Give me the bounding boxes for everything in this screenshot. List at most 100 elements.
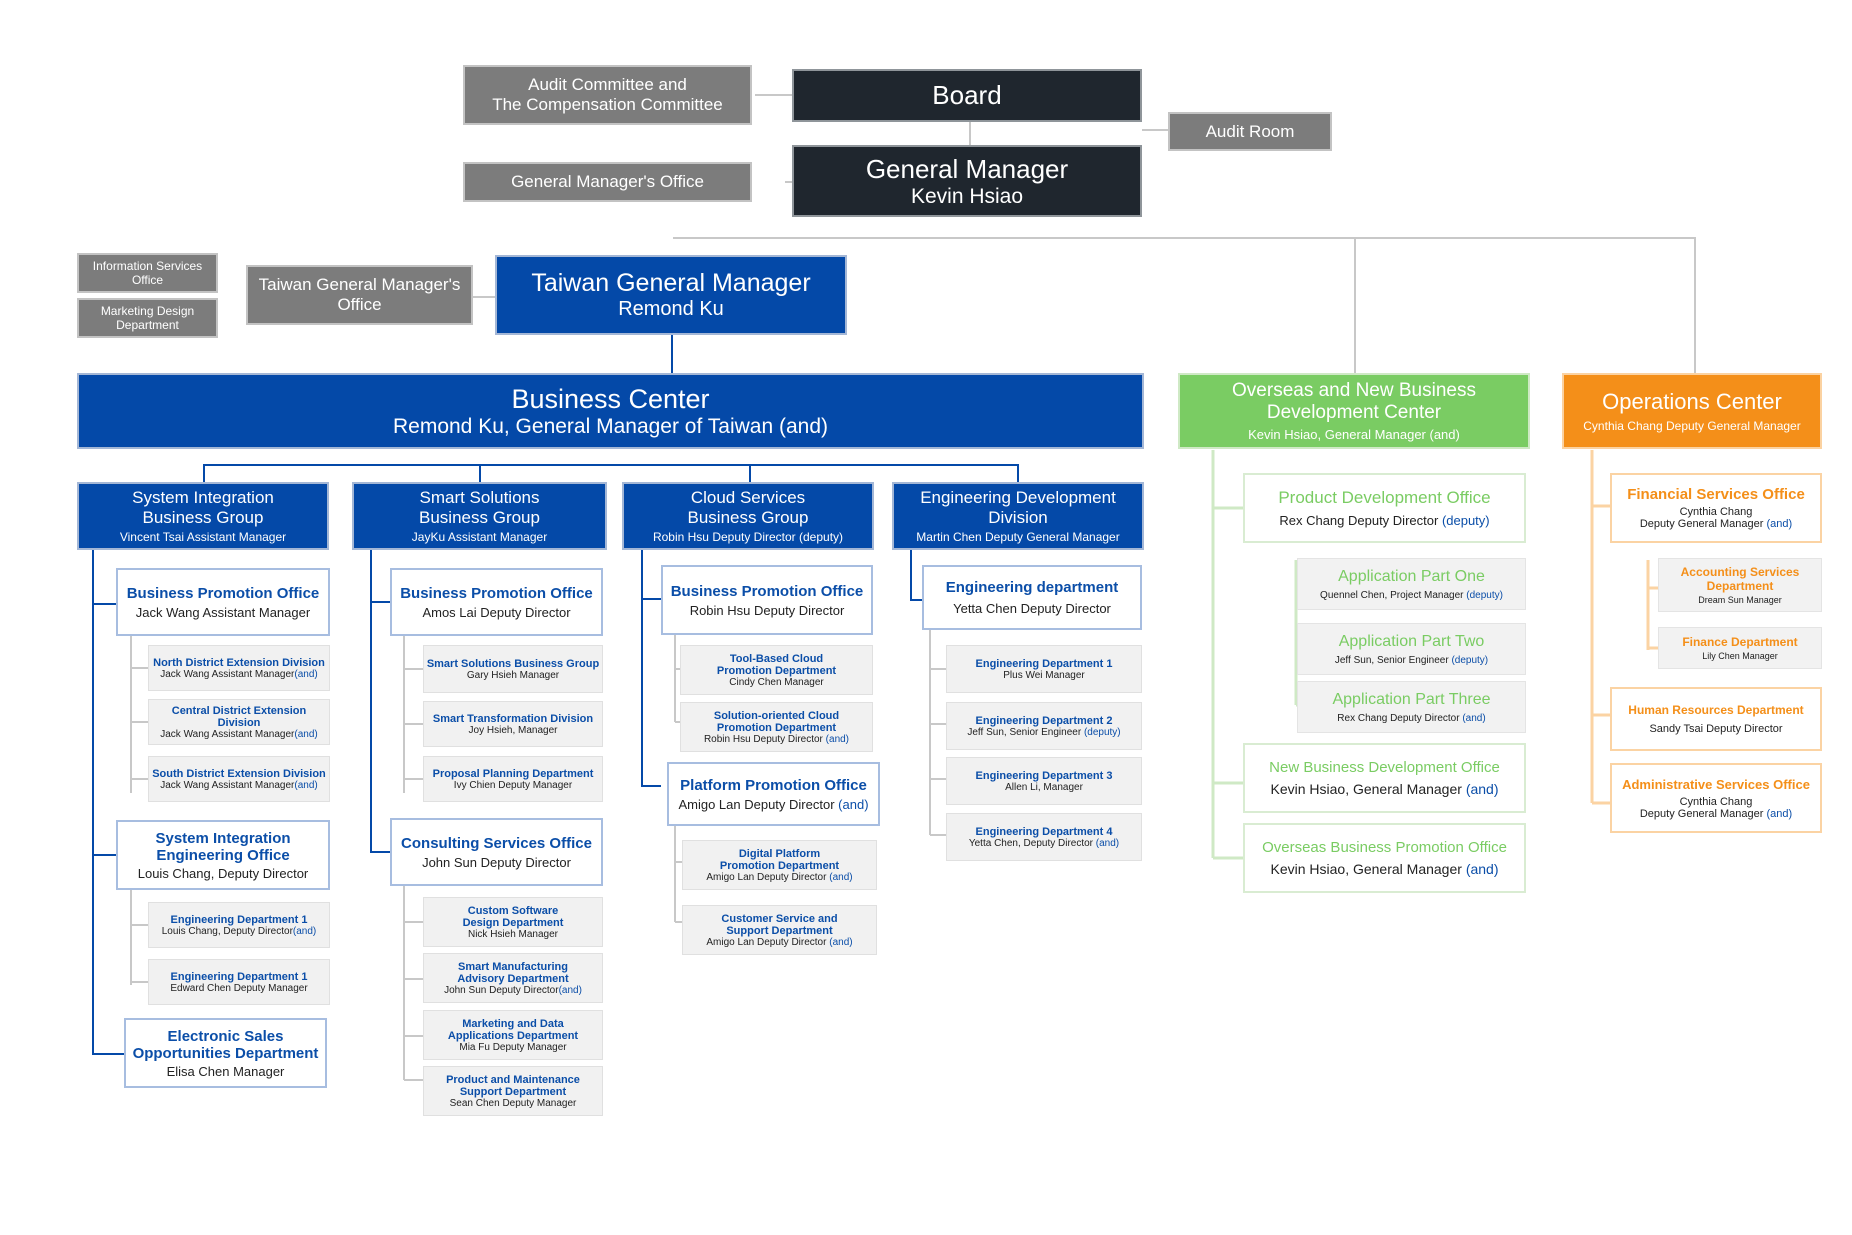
office-subtitle: Elisa Chen Manager — [166, 1063, 285, 1079]
app-title: Application Part Three — [1332, 690, 1491, 708]
office-title: Consulting Services Office — [401, 834, 592, 852]
operations-center-subtitle: Cynthia Chang Deputy General Manager — [1583, 419, 1801, 433]
dept-box: Marketing and Data Applications Departme… — [423, 1010, 603, 1060]
overseas-promotion-office: Overseas Business Promotion Office Kevin… — [1243, 823, 1526, 893]
administrative-services-office: Administrative Services Office Cynthia C… — [1610, 763, 1822, 833]
office-title: Business Promotion Office — [126, 584, 320, 602]
dept-title: Engineering Department 2 — [975, 714, 1113, 727]
group-title: System Integration Business Group — [132, 488, 274, 527]
office-box: Engineering department Yetta Chen Deputy… — [922, 565, 1142, 630]
dept-subtitle: Sean Chen Deputy Manager — [449, 1097, 577, 1109]
dept-title: Engineering Department 1 — [170, 913, 308, 926]
dept-subtitle: Joy Hsieh, Manager — [468, 724, 558, 736]
dept-box: Engineering Department 2 Jeff Sun, Senio… — [946, 702, 1142, 750]
group-smart-solutions: Smart Solutions Business Group JayKu Ass… — [352, 482, 607, 550]
marketing-design-box: Marketing Design Department — [77, 298, 218, 338]
office-line2: Deputy General Manager (and) — [1639, 807, 1793, 820]
taiwan-gm-box: Taiwan General Manager Remond Ku — [495, 255, 847, 335]
office-box: Business Promotion Office Jack Wang Assi… — [116, 568, 330, 636]
dept-subtitle: Jack Wang Assistant Manager(and) — [160, 779, 318, 791]
dept-title: Customer Service and Support Department — [721, 912, 838, 937]
dept-title: Custom Software Design Department — [462, 904, 564, 929]
audit-committee-box: Audit Committee and The Compensation Com… — [463, 65, 752, 125]
office-title: Overseas Business Promotion Office — [1262, 839, 1507, 856]
office-box: Electronic Sales Opportunities Departmen… — [124, 1018, 327, 1088]
taiwan-gm-office-box: Taiwan General Manager's Office — [246, 265, 473, 325]
office-subtitle: Kevin Hsiao, General Manager (and) — [1270, 861, 1499, 877]
office-title: Business Promotion Office — [670, 582, 864, 600]
audit-room-title: Audit Room — [1205, 121, 1295, 141]
overseas-center-box: Overseas and New Business Development Ce… — [1178, 373, 1530, 449]
office-subtitle: Rex Chang Deputy Director (deputy) — [1279, 513, 1490, 528]
group-subtitle: Robin Hsu Deputy Director (deputy) — [652, 530, 844, 544]
office-subtitle: Robin Hsu Deputy Director — [689, 602, 845, 618]
group-cloud-services: Cloud Services Business Group Robin Hsu … — [622, 482, 874, 550]
product-development-office: Product Development Office Rex Chang Dep… — [1243, 473, 1526, 543]
office-subtitle: Amigo Lan Deputy Director (and) — [678, 796, 869, 812]
dept-subtitle: Yetta Chen, Deputy Director (and) — [968, 837, 1120, 849]
dept-title: Accounting Services Department — [1680, 565, 1800, 593]
dept-subtitle: Amigo Lan Deputy Director (and) — [706, 871, 853, 883]
dept-box: North District Extension Division Jack W… — [148, 645, 330, 691]
office-title: Engineering department — [945, 579, 1119, 596]
office-title: System Integration Engineering Office — [155, 829, 291, 864]
board-title: Board — [932, 80, 1002, 110]
dept-box: Product and Maintenance Support Departme… — [423, 1066, 603, 1116]
office-title: Administrative Services Office — [1622, 776, 1810, 792]
dept-subtitle: Allen Li, Manager — [1005, 781, 1083, 793]
taiwan-gm-office-title: Taiwan General Manager's Office — [258, 275, 461, 314]
dept-title: South District Extension Division — [152, 767, 326, 780]
operations-center-box: Operations Center Cynthia Chang Deputy G… — [1562, 373, 1822, 449]
dept-subtitle: Jeff Sun, Senior Engineer (deputy) — [967, 726, 1121, 738]
gm-office-title: General Manager's Office — [511, 172, 704, 191]
dept-title: Smart Manufacturing Advisory Department — [457, 960, 569, 985]
dept-subtitle: Lily Chen Manager — [1702, 651, 1778, 661]
app-title: Application Part Two — [1338, 632, 1485, 650]
dept-title: Engineering Department 1 — [170, 970, 308, 983]
application-part-three: Application Part Three Rex Chang Deputy … — [1297, 681, 1526, 733]
group-system-integration: System Integration Business Group Vincen… — [77, 482, 329, 550]
dept-box: Engineering Department 1 Louis Chang, De… — [148, 902, 330, 948]
human-resources-dept: Human Resources Department Sandy Tsai De… — [1610, 687, 1822, 751]
business-center-title: Business Center — [511, 383, 710, 414]
overseas-center-line2: Development Center — [1266, 402, 1442, 423]
dept-box: Engineering Department 3 Allen Li, Manag… — [946, 757, 1142, 805]
overseas-center-line1: Overseas and New Business — [1232, 380, 1476, 401]
audit-committee-line2: The Compensation Committee — [492, 95, 723, 114]
dept-title: Engineering Department 3 — [975, 769, 1113, 782]
app-subtitle: Rex Chang Deputy Director (and) — [1337, 712, 1486, 724]
office-subtitle: Amos Lai Deputy Director — [422, 604, 571, 620]
dept-box: Custom Software Design Department Nick H… — [423, 897, 603, 947]
dept-subtitle: Nick Hsieh Manager — [467, 928, 559, 940]
accounting-services-dept: Accounting Services Department Dream Sun… — [1658, 558, 1822, 612]
office-box: Platform Promotion Office Amigo Lan Depu… — [667, 762, 880, 826]
gm-office-box: General Manager's Office — [463, 162, 752, 202]
office-subtitle: Jack Wang Assistant Manager — [135, 604, 311, 620]
audit-room-box: Audit Room — [1168, 112, 1332, 151]
business-center-subtitle: Remond Ku, General Manager of Taiwan (an… — [392, 414, 829, 438]
board-box: Board — [792, 69, 1142, 122]
marketing-design-title: Marketing Design Department — [100, 304, 195, 332]
office-subtitle: Yetta Chen Deputy Director — [953, 601, 1111, 616]
office-subtitle: Louis Chang, Deputy Director — [137, 865, 309, 881]
office-line1: Cynthia Chang — [1679, 795, 1753, 808]
dept-subtitle: Edward Chen Deputy Manager — [170, 982, 308, 994]
general-manager-title: General Manager — [865, 153, 1069, 184]
office-box: System Integration Engineering Office Lo… — [116, 820, 330, 890]
office-subtitle: John Sun Deputy Director — [422, 854, 571, 870]
taiwan-gm-title: Taiwan General Manager — [531, 269, 811, 297]
general-manager-box: General Manager Kevin Hsiao — [792, 145, 1142, 217]
office-title: Platform Promotion Office — [680, 776, 867, 794]
dept-title: Smart Transformation Division — [432, 712, 594, 725]
dept-box: Smart Solutions Business Group Gary Hsie… — [423, 645, 603, 693]
office-box: Consulting Services Office John Sun Depu… — [390, 818, 603, 886]
dept-box: Central District Extension Division Jack… — [148, 699, 330, 745]
dept-subtitle: Mia Fu Deputy Manager — [459, 1041, 567, 1053]
dept-subtitle: Robin Hsu Deputy Director (and) — [703, 733, 850, 745]
dept-box: Customer Service and Support Department … — [682, 905, 877, 955]
dept-box: Engineering Department 1 Edward Chen Dep… — [148, 959, 330, 1005]
app-title: Application Part One — [1338, 567, 1485, 585]
dept-subtitle: Gary Hsieh Manager — [466, 669, 560, 681]
office-title: Financial Services Office — [1627, 486, 1805, 503]
